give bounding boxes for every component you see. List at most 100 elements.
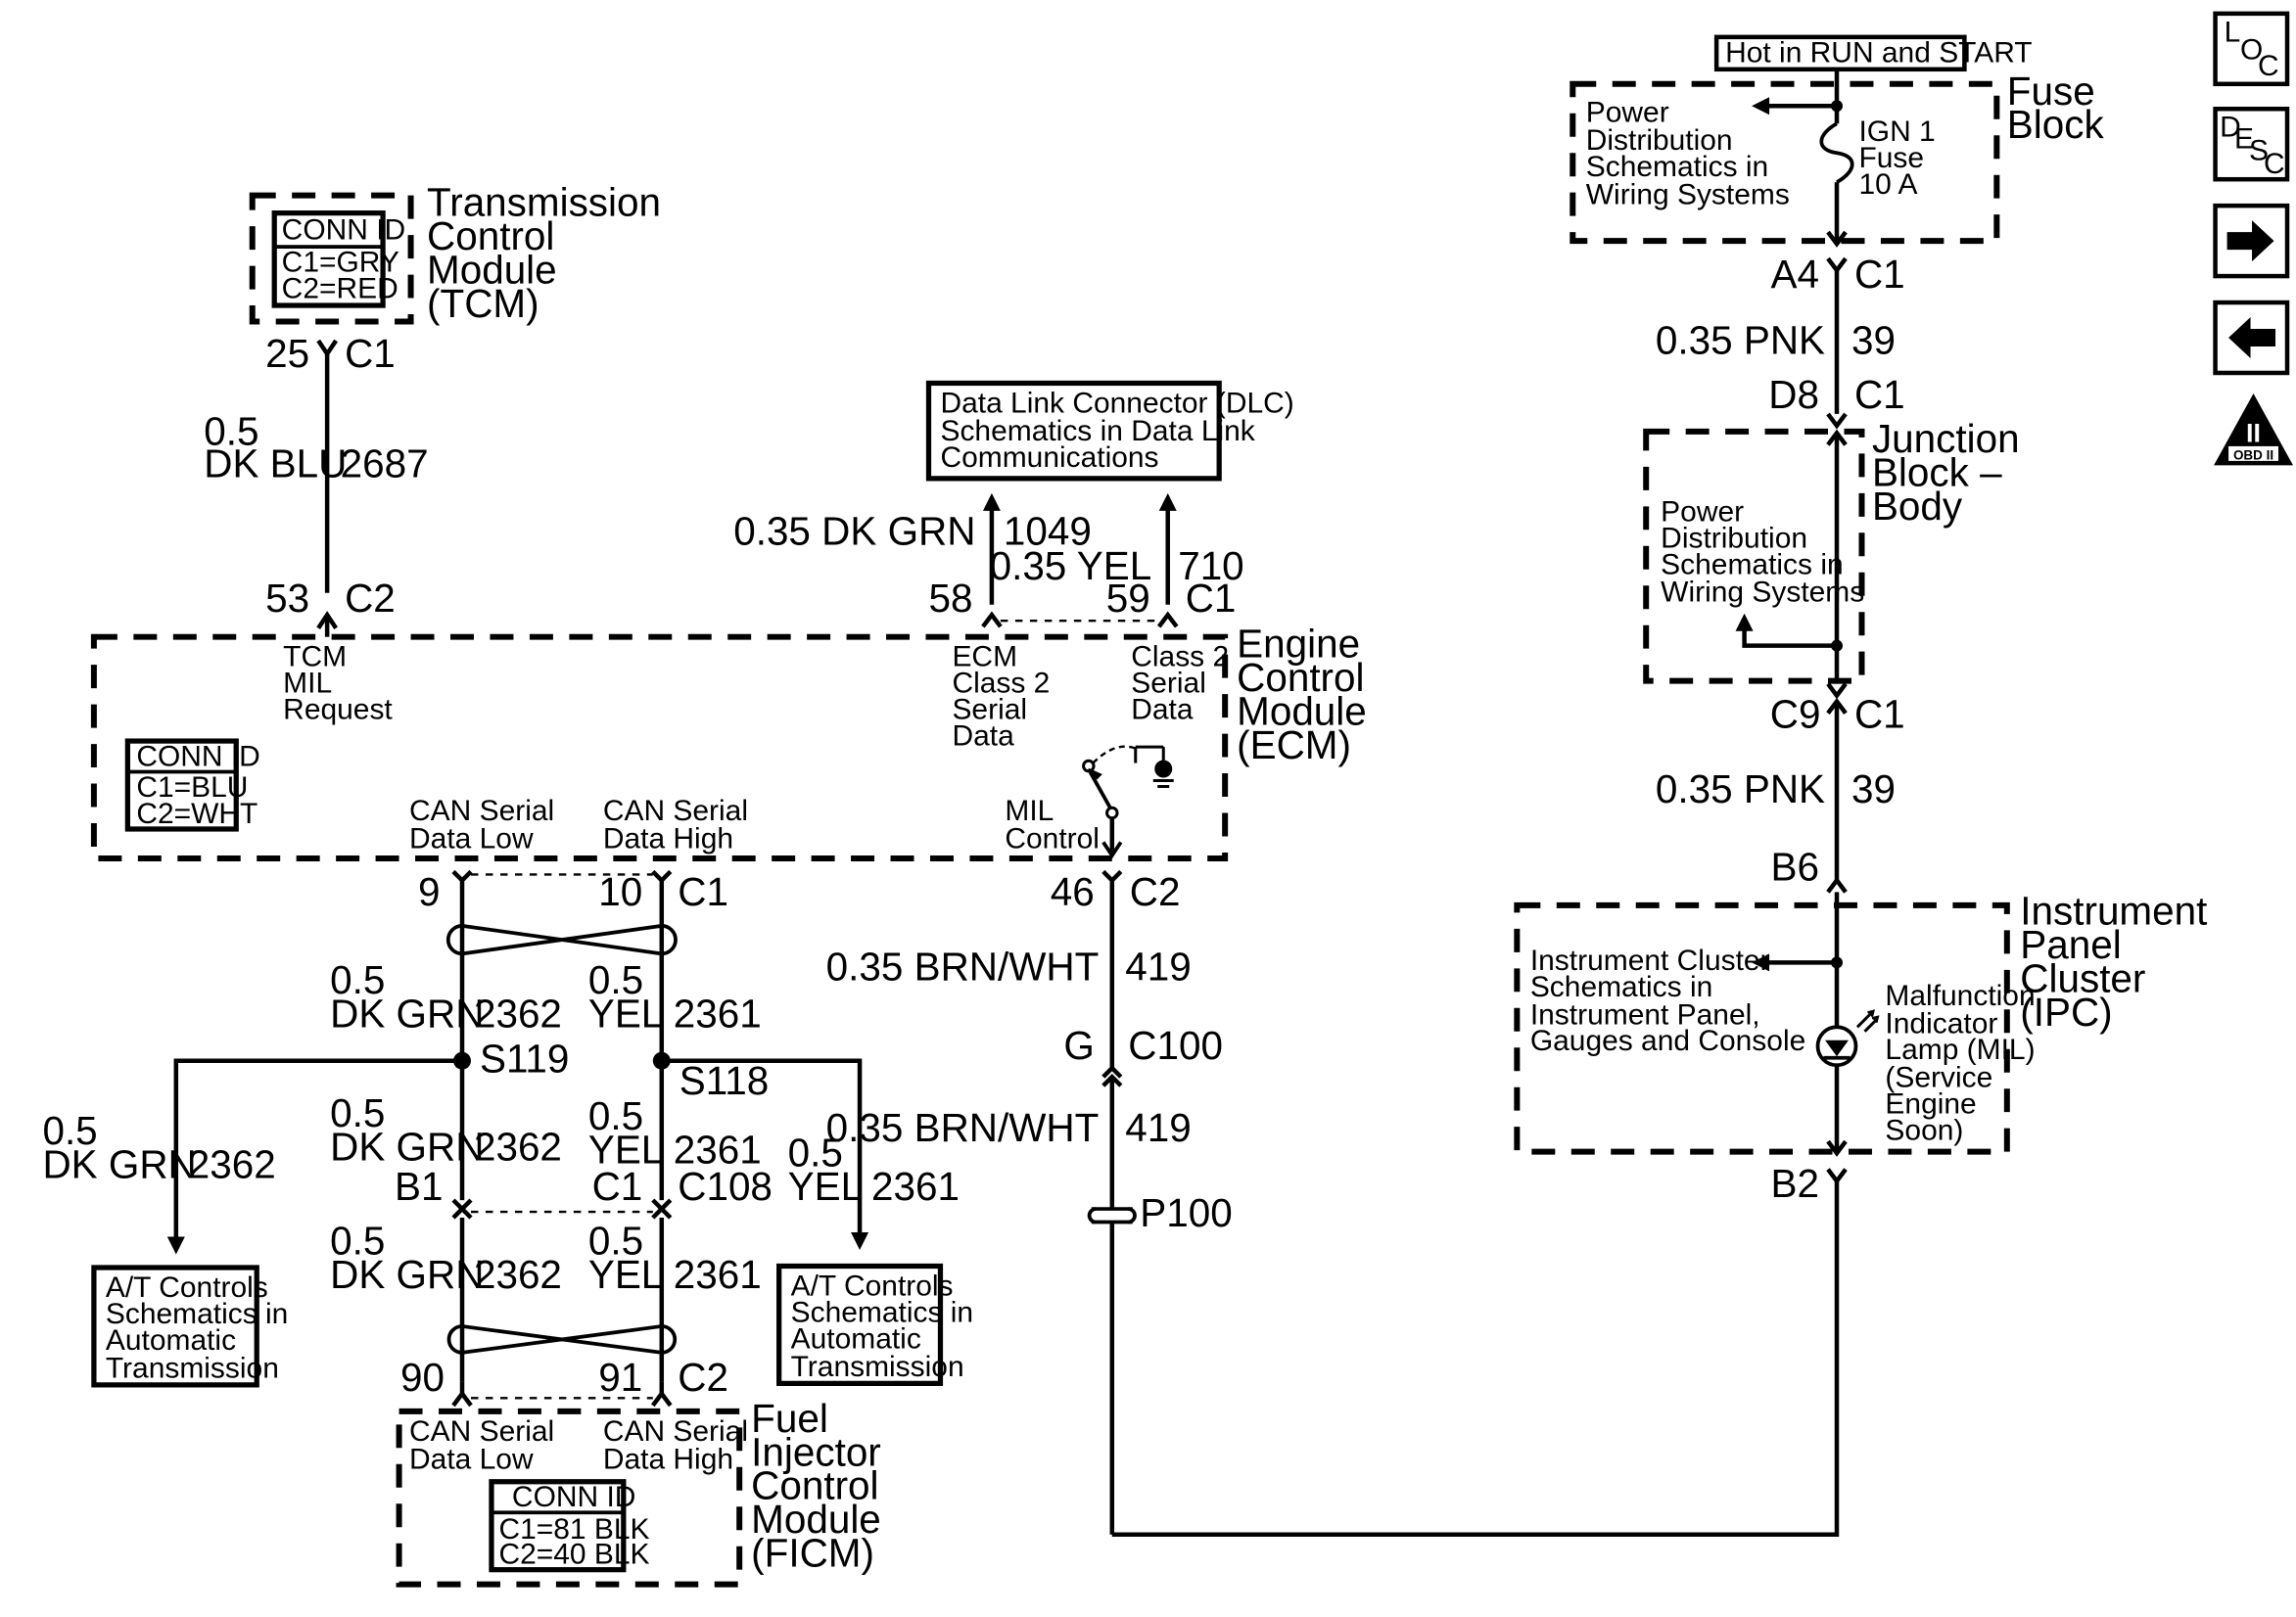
ecm-conn-id-box xyxy=(124,738,239,832)
loc-letter-l: L xyxy=(2225,16,2241,48)
loc-letter-o: O xyxy=(2240,33,2263,66)
tcm-conn-c2: C2=RED xyxy=(282,273,398,305)
bot-low-size: 0.5 xyxy=(330,1219,385,1264)
ecm-conn-c1: C1=BLU xyxy=(136,771,248,804)
branch-low-size: 0.5 xyxy=(42,1108,97,1153)
ipc-schem-2: Schematics in xyxy=(1530,971,1712,1003)
at-left-line-4: Transmission xyxy=(106,1352,279,1384)
at-controls-ref-left: A/T Controls Schematics in Automatic Tra… xyxy=(91,1265,288,1388)
ecm-mil-control-1: MIL xyxy=(1005,795,1054,827)
ipc-lamp-3: Lamp (MIL) xyxy=(1885,1034,2035,1066)
mil-circuit1: 419 xyxy=(1125,944,1191,989)
branch-high-size: 0.5 xyxy=(788,1131,843,1176)
tcm-pin-top: 25 xyxy=(265,331,309,376)
loc-letter-c: C xyxy=(2258,50,2279,82)
branch-low-color: DK GRN xyxy=(42,1142,196,1187)
branch-high-arrow-icon xyxy=(851,1232,869,1251)
ficm-name-4: Module xyxy=(751,1497,881,1542)
can-high-color: YEL xyxy=(588,991,663,1036)
inline-high-pin: C1 xyxy=(592,1164,643,1209)
tcm-outline xyxy=(249,192,414,325)
tcm-name-2: Control xyxy=(427,213,554,258)
fuse-pin: A4 xyxy=(1771,252,1819,297)
ipc-schem-1: Instrument Cluster xyxy=(1530,945,1770,977)
can-splice-low: S119 xyxy=(480,1037,569,1082)
fuse-block-name-1: Fuse xyxy=(2007,69,2095,114)
ecm-tcm-mil-2: MIL xyxy=(283,668,332,700)
ecm-can-high-2: Data High xyxy=(603,822,733,855)
ecm-module: Engine Control Module (ECM) TCM MIL Requ… xyxy=(90,622,1367,861)
ecm-outline xyxy=(90,633,1229,861)
junction-conn-top: C1 xyxy=(1854,372,1905,417)
dlc-arrow-1-icon xyxy=(982,492,1001,511)
mid-high-color: YEL xyxy=(588,1128,663,1173)
at-left-line-3: Automatic xyxy=(106,1324,236,1357)
can-conn-top: C1 xyxy=(678,869,728,914)
inline-conn: C108 xyxy=(678,1164,773,1209)
tcm-conn-id-box xyxy=(271,210,386,308)
at-controls-ref-right: A/T Controls Schematics in Automatic Tra… xyxy=(776,1263,973,1386)
ecm-class2-3: Serial xyxy=(952,694,1027,726)
inline-low-pin: B1 xyxy=(395,1164,443,1209)
dlc-wire2-label: 0.35 YEL xyxy=(990,543,1152,588)
dlc-wire1-label: 0.35 DK GRN xyxy=(733,508,975,553)
ficm-module: CAN Serial Data Low CAN Serial Data High… xyxy=(396,1396,881,1588)
dlc-conn: C1 xyxy=(1186,576,1237,621)
junction-pd-3: Schematics in xyxy=(1661,548,1843,580)
loc-button[interactable]: L O C xyxy=(2213,11,2290,87)
can-high-circuit: 2361 xyxy=(674,991,762,1036)
desc-button[interactable]: D E S C xyxy=(2213,107,2290,182)
twisted-pair-top-icon xyxy=(445,923,678,956)
mil-inline-conn: C100 xyxy=(1128,1023,1223,1068)
ecm-name-3: Module xyxy=(1237,689,1367,734)
fuse-pd-3: Schematics in xyxy=(1586,151,1768,183)
fuse-pd-2: Distribution xyxy=(1586,124,1733,157)
tcm-name-3: Module xyxy=(427,248,557,293)
ficm-pin-high: 91 xyxy=(598,1355,642,1400)
ipc-lamp-1: Malfunction xyxy=(1885,980,2035,1012)
ecm-class2-1: ECM xyxy=(952,641,1017,673)
ecm-tcm-mil-3: Request xyxy=(283,694,393,726)
junction-pd-1: Power xyxy=(1661,495,1744,528)
next-button[interactable] xyxy=(2213,203,2290,279)
can-pin-low: 9 xyxy=(418,869,441,914)
at-right-line-2: Schematics in xyxy=(791,1296,973,1328)
branch-high-color: YEL xyxy=(788,1164,863,1209)
fuse-block: Hot in RUN and START Fuse Block Power Di… xyxy=(1570,34,2105,414)
pass-through-p100-icon xyxy=(1087,1207,1137,1224)
dlc-reference: Data Link Connector (DLC) Schematics in … xyxy=(733,380,1294,628)
fuse-circuit: 39 xyxy=(1851,317,1896,362)
ipc-lamp-5: Engine xyxy=(1885,1088,1976,1121)
at-right-line-1: A/T Controls xyxy=(791,1270,954,1302)
ecm-name-1: Engine xyxy=(1237,622,1360,667)
dlc-wire1-circuit: 1049 xyxy=(1004,508,1092,553)
bot-high-color: YEL xyxy=(588,1252,663,1297)
mid-low-size: 0.5 xyxy=(330,1090,385,1135)
mid-high-size: 0.5 xyxy=(588,1093,643,1138)
ecm-can-high-1: CAN Serial xyxy=(603,795,748,827)
at-left-line-1: A/T Controls xyxy=(106,1271,268,1304)
can-low-color: DK GRN xyxy=(330,991,484,1036)
desc-letter-s: S xyxy=(2249,135,2269,167)
desc-letter-c: C xyxy=(2264,148,2285,180)
tcm-wire: 25 C1 0.5 DK BLU 2687 53 C2 xyxy=(204,331,429,637)
ecm-class2b-3: Data xyxy=(1131,694,1194,726)
ipc-pin-bottom: B2 xyxy=(1771,1161,1819,1206)
obd-ii-button[interactable]: II OBD II xyxy=(2214,393,2294,466)
ipc-lamp-6: Soon) xyxy=(1885,1115,1963,1147)
ficm-can-high-1: CAN Serial xyxy=(603,1415,748,1448)
tcm-module: CONN ID C1=GRY C2=RED Transmission Contr… xyxy=(249,180,661,326)
ipc-schem-4: Gauges and Console xyxy=(1530,1025,1805,1057)
mil-pin: 46 xyxy=(1051,869,1095,914)
ecm-name-2: Control xyxy=(1237,655,1364,700)
mil-driver-switch-icon xyxy=(1082,745,1174,859)
junction-pd-4: Wiring Systems xyxy=(1661,577,1864,609)
ficm-name-2: Injector xyxy=(751,1429,881,1474)
fuse-block-name-2: Block xyxy=(2007,102,2105,147)
ipc-name-3: Cluster xyxy=(2020,955,2145,1000)
ficm-name-5: (FICM) xyxy=(751,1531,874,1576)
bot-high-circuit: 2361 xyxy=(674,1252,762,1297)
dlc-arrow-2-icon xyxy=(1158,492,1177,511)
prev-button[interactable] xyxy=(2213,300,2290,376)
